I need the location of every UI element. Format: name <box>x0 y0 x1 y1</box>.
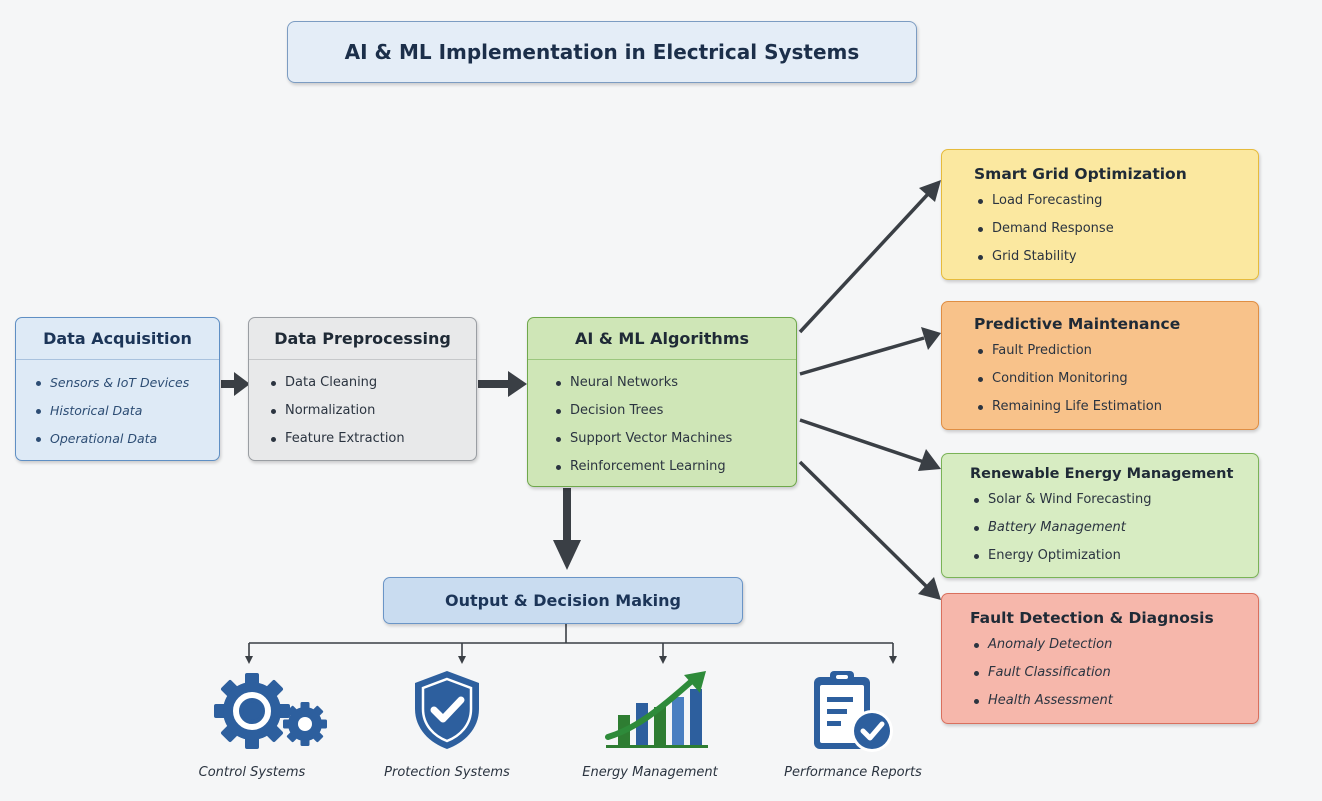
list-item: Battery Management <box>970 514 1258 542</box>
arrow-pre-to-alg <box>478 371 527 397</box>
data-acquisition-box: Data Acquisition Sensors & IoT Devices H… <box>15 317 220 461</box>
arrow-to-predictive <box>799 336 925 376</box>
list-item: Operational Data <box>32 425 219 453</box>
predictive-maintenance-heading: Predictive Maintenance <box>974 315 1181 333</box>
smart-grid-list: Load Forecasting Demand Response Grid St… <box>942 187 1258 271</box>
list-item: Fault Classification <box>970 659 1258 687</box>
gears-icon <box>214 673 327 749</box>
data-preprocessing-heading: Data Preprocessing <box>249 329 476 360</box>
list-item: Load Forecasting <box>974 187 1258 215</box>
shield-check-icon <box>415 671 479 749</box>
predictive-maintenance-box: Predictive Maintenance Fault Prediction … <box>941 301 1259 430</box>
arrow-acq-to-pre <box>221 372 250 396</box>
data-acquisition-list: Sensors & IoT Devices Historical Data Op… <box>16 369 219 453</box>
list-item: Anomaly Detection <box>970 631 1258 659</box>
output-decision-heading: Output & Decision Making <box>445 591 681 610</box>
output-energy-management: Energy Management <box>560 625 740 785</box>
list-item: Decision Trees <box>552 397 796 425</box>
output-control-systems: Control Systems <box>182 625 327 785</box>
output-label: Energy Management <box>582 765 718 780</box>
algorithms-list: Neural Networks Decision Trees Support V… <box>528 369 796 481</box>
data-preprocessing-box: Data Preprocessing Data Cleaning Normali… <box>248 317 477 461</box>
algorithms-heading: AI & ML Algorithms <box>528 329 796 360</box>
smart-grid-box: Smart Grid Optimization Load Forecasting… <box>941 149 1259 280</box>
list-item: Remaining Life Estimation <box>974 393 1258 421</box>
data-acquisition-heading: Data Acquisition <box>16 329 219 360</box>
diagram-title-box: AI & ML Implementation in Electrical Sys… <box>287 21 917 83</box>
predictive-maintenance-list: Fault Prediction Condition Monitoring Re… <box>942 337 1258 421</box>
output-label: Protection Systems <box>384 765 510 780</box>
arrow-to-smart-grid <box>798 192 930 334</box>
list-item: Normalization <box>267 397 476 425</box>
list-item: Data Cleaning <box>267 369 476 397</box>
output-label: Control Systems <box>198 765 306 780</box>
output-protection-systems: Protection Systems <box>362 625 532 785</box>
arrow-alg-to-output <box>553 488 581 570</box>
list-item: Condition Monitoring <box>974 365 1258 393</box>
list-item: Energy Optimization <box>970 542 1258 570</box>
list-item: Historical Data <box>32 397 219 425</box>
data-preprocessing-list: Data Cleaning Normalization Feature Extr… <box>249 369 476 453</box>
output-label: Performance Reports <box>784 765 922 780</box>
clipboard-check-icon <box>814 671 893 752</box>
output-decision-box: Output & Decision Making <box>383 577 743 624</box>
fault-detection-list: Anomaly Detection Fault Classification H… <box>942 631 1258 715</box>
list-item: Fault Prediction <box>974 337 1258 365</box>
renewable-energy-heading: Renewable Energy Management <box>970 466 1234 482</box>
diagram-title: AI & ML Implementation in Electrical Sys… <box>344 40 860 64</box>
list-item: Support Vector Machines <box>552 425 796 453</box>
arrow-to-fault <box>798 460 928 588</box>
fault-detection-heading: Fault Detection & Diagnosis <box>970 609 1214 627</box>
list-item: Sensors & IoT Devices <box>32 369 219 397</box>
fault-detection-box: Fault Detection & Diagnosis Anomaly Dete… <box>941 593 1259 724</box>
smart-grid-heading: Smart Grid Optimization <box>974 165 1187 183</box>
list-item: Solar & Wind Forecasting <box>970 486 1258 514</box>
list-item: Feature Extraction <box>267 425 476 453</box>
renewable-energy-box: Renewable Energy Management Solar & Wind… <box>941 453 1259 578</box>
list-item: Health Assessment <box>970 687 1258 715</box>
arrow-to-renewable <box>799 418 925 464</box>
output-bracket <box>245 624 897 664</box>
growth-chart-icon <box>605 671 708 748</box>
list-item: Demand Response <box>974 215 1258 243</box>
output-performance-reports: Performance Reports <box>770 625 936 785</box>
list-item: Reinforcement Learning <box>552 453 796 481</box>
list-item: Neural Networks <box>552 369 796 397</box>
algorithms-box: AI & ML Algorithms Neural Networks Decis… <box>527 317 797 487</box>
list-item: Grid Stability <box>974 243 1258 271</box>
renewable-energy-list: Solar & Wind Forecasting Battery Managem… <box>942 486 1258 570</box>
